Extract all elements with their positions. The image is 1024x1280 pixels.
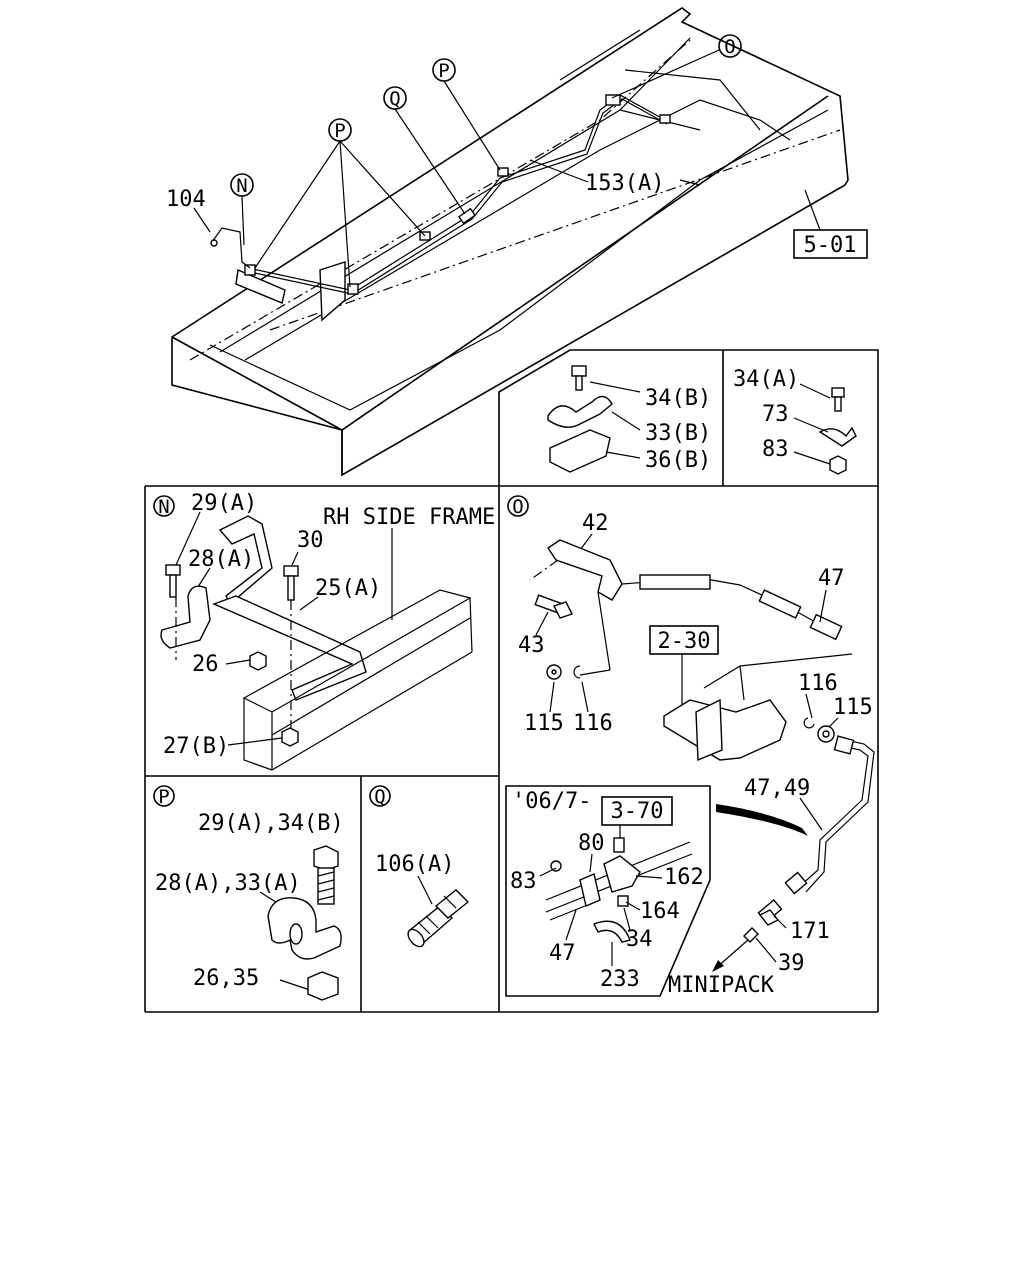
svg-text:116: 116: [573, 711, 613, 736]
svg-text:47: 47: [818, 566, 845, 591]
svg-text:Q: Q: [389, 88, 400, 110]
panel-p-detail: P 29(A),34(B) 28(A),33(A) 26,35: [153, 785, 344, 1001]
panel-o-detail: O 42 47 43 115 116 2-30: [507, 495, 875, 998]
svg-text:Q: Q: [374, 786, 385, 808]
svg-text:N: N: [236, 175, 247, 197]
svg-text:115: 115: [524, 711, 564, 736]
svg-text:233: 233: [600, 967, 640, 992]
svg-text:80: 80: [578, 831, 605, 856]
svg-text:O: O: [724, 36, 735, 58]
svg-text:171: 171: [790, 919, 830, 944]
label-153a: 153(A): [585, 171, 664, 196]
svg-text:33(B): 33(B): [645, 421, 711, 446]
callout-n-overview: N: [230, 173, 254, 246]
svg-text:43: 43: [518, 633, 545, 658]
panel-n-detail: N 29(A) 28(A) 30 25(A) RH SIDE FRAME 26 …: [153, 491, 495, 771]
svg-text:26: 26: [192, 652, 219, 677]
svg-text:'06/7-: '06/7-: [512, 789, 591, 814]
svg-text:27(B): 27(B): [163, 734, 229, 759]
svg-text:47,49: 47,49: [744, 776, 810, 801]
label-104: 104: [166, 187, 206, 212]
svg-text:P: P: [334, 120, 345, 142]
callout-q-overview: Q: [383, 86, 466, 215]
panel-q-detail: Q 106(A): [369, 785, 470, 948]
svg-text:116: 116: [798, 671, 838, 696]
svg-text:26,35: 26,35: [193, 966, 259, 991]
callout-o-overview: O: [611, 34, 742, 99]
svg-text:36(B): 36(B): [645, 448, 711, 473]
svg-text:30: 30: [297, 528, 324, 553]
svg-text:39: 39: [778, 951, 805, 976]
svg-text:25(A): 25(A): [315, 576, 381, 601]
panel-grid: [144, 349, 879, 1013]
svg-text:28(A),33(A): 28(A),33(A): [155, 871, 301, 896]
svg-text:106(A): 106(A): [375, 852, 454, 877]
svg-text:P: P: [438, 60, 449, 82]
svg-text:MINIPACK: MINIPACK: [668, 973, 775, 998]
svg-text:83: 83: [762, 437, 789, 462]
svg-text:47: 47: [549, 941, 576, 966]
svg-text:162: 162: [664, 865, 704, 890]
svg-text:34(B): 34(B): [645, 386, 711, 411]
svg-text:29(A): 29(A): [191, 491, 257, 516]
panel-clamp-detail: 34(B) 33(B) 36(B) 34(A) 73 83: [547, 365, 857, 475]
svg-text:83: 83: [510, 869, 537, 894]
svg-text:164: 164: [640, 899, 680, 924]
svg-text:2-30: 2-30: [658, 629, 711, 654]
svg-text:73: 73: [762, 402, 789, 427]
svg-text:34(A): 34(A): [733, 367, 799, 392]
svg-text:3-70: 3-70: [611, 799, 664, 824]
frame-overview: N P Q P O 104 153(A): [166, 7, 868, 477]
svg-text:P: P: [158, 786, 169, 808]
svg-text:N: N: [158, 496, 169, 518]
svg-text:42: 42: [582, 511, 609, 536]
ref-box-5-01: 5-01: [793, 189, 868, 259]
svg-text:O: O: [512, 496, 523, 518]
svg-text:29(A),34(B): 29(A),34(B): [198, 811, 344, 836]
label-rh-side-frame: RH SIDE FRAME: [323, 505, 495, 530]
callout-p-overview-2: P: [432, 58, 501, 171]
svg-text:5-01: 5-01: [804, 233, 857, 258]
inset-06-7: '06/7- 3-70 80 83 162 164 34 47 233: [505, 785, 711, 997]
svg-text:115: 115: [833, 695, 873, 720]
callout-p-overview-1: P: [254, 118, 426, 288]
svg-text:28(A): 28(A): [188, 547, 254, 572]
